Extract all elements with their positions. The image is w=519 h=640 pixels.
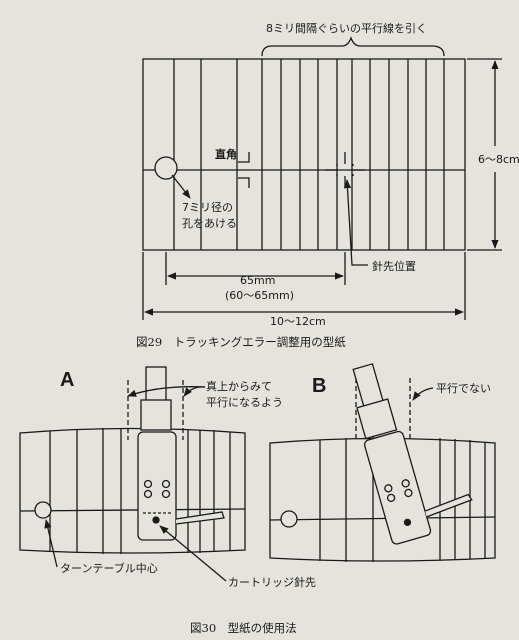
top-brace	[261, 36, 445, 57]
tonearm-a	[137, 366, 225, 541]
width-label: 10～12cm	[270, 315, 326, 328]
turntable-leader	[44, 519, 58, 568]
note-b-leader	[412, 387, 434, 401]
tonearm-b	[352, 363, 473, 545]
hole-label-line2: 孔をあける	[182, 217, 237, 230]
hole-circle	[154, 156, 178, 180]
turntable-hole-b	[280, 510, 298, 528]
height-label: 6～8cm	[478, 153, 519, 166]
note-b: 平行でない	[436, 382, 491, 395]
figure-30-a	[19, 366, 246, 582]
distance-range-label: (60～65mm)	[225, 289, 294, 302]
template-sheet-b	[269, 437, 496, 562]
hole-leader	[171, 174, 191, 199]
figure-30-caption: 図30 型紙の使用法	[190, 621, 297, 635]
right-angle-label: 直角	[215, 147, 237, 161]
note-a-leader	[183, 386, 206, 397]
figure-30-b-label: B	[312, 375, 326, 397]
hole-label-line1: 7ミリ径の	[182, 201, 233, 214]
figure-29	[142, 36, 502, 320]
right-angle-mark	[238, 152, 250, 188]
turntable-center-label: ターンテーブル中心	[60, 561, 158, 575]
needle-leader	[343, 179, 368, 266]
parallel-lines	[261, 59, 445, 250]
distance-label: 65mm	[240, 274, 275, 287]
note-a-line1: 真上からみて	[206, 379, 272, 393]
cartridge-leader	[159, 525, 227, 582]
turntable-hole-a	[34, 501, 52, 519]
figure-30-b	[269, 363, 496, 562]
needle-position-label: 針先位置	[372, 259, 416, 273]
figure-30-a-label: A	[60, 369, 74, 391]
figure-29-caption: 図29 トラッキングエラー調整用の型紙	[136, 335, 346, 349]
cartridge-needle-label: カートリッジ針先	[228, 575, 316, 589]
template-sheet	[142, 58, 466, 251]
note-a-line2: 平行になるよう	[206, 396, 283, 409]
parallel-lines-label: 8ミリ間隔ぐらいの平行線を引く	[266, 21, 427, 35]
template-sheet-a	[19, 427, 246, 554]
